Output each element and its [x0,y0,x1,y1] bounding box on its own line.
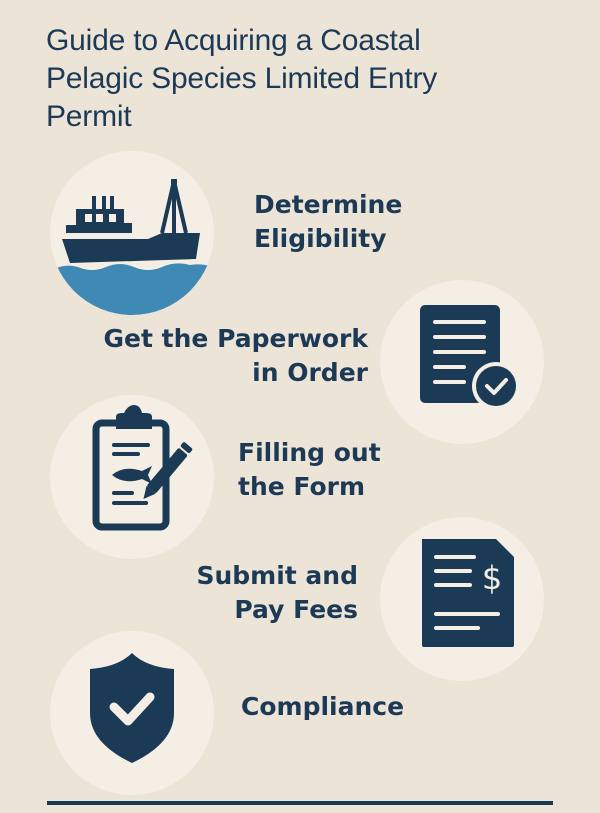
step-4-label-line-2: Pay Fees [234,595,358,624]
step-4-label-line-1: Submit and [196,561,358,590]
step-1-icon-circle [50,151,214,315]
invoice-dollar-icon: $ [422,539,514,647]
step-5-label: Compliance [241,690,404,724]
step-5-label-line-1: Compliance [241,692,405,721]
step-1-label-line-2: Eligibility [254,224,387,253]
step-2-label: Get the Paperwork in Order [104,322,368,390]
step-1-label-line-1: Determine [254,190,403,219]
step-3-label-line-2: the Form [238,472,366,501]
title-line-2: Pelagic Species Limited Entry [46,62,438,95]
step-2-label-line-2: in Order [252,358,368,387]
step-3-label: Filling out the Form [238,436,381,504]
title-line-1: Guide to Acquiring a Coastal [46,24,421,57]
step-4-label: Submit and Pay Fees [196,559,358,627]
fishing-boat-icon [50,179,214,315]
step-3-icon-circle [50,395,214,559]
step-1-label: Determine Eligibility [254,188,402,256]
step-4-icon-circle: $ [380,517,544,681]
shield-check-icon [90,653,174,763]
step-5-icon-circle [50,631,214,795]
step-3-label-line-1: Filling out [238,438,381,467]
svg-text:$: $ [482,559,502,597]
document-check-icon [420,305,520,410]
bottom-divider [47,801,553,805]
page-title: Guide to Acquiring a Coastal Pelagic Spe… [46,22,566,136]
clipboard-fish-pencil-icon [92,405,193,531]
step-2-icon-circle [380,280,544,444]
title-line-3: Permit [46,100,132,133]
step-2-label-line-1: Get the Paperwork [103,324,368,353]
